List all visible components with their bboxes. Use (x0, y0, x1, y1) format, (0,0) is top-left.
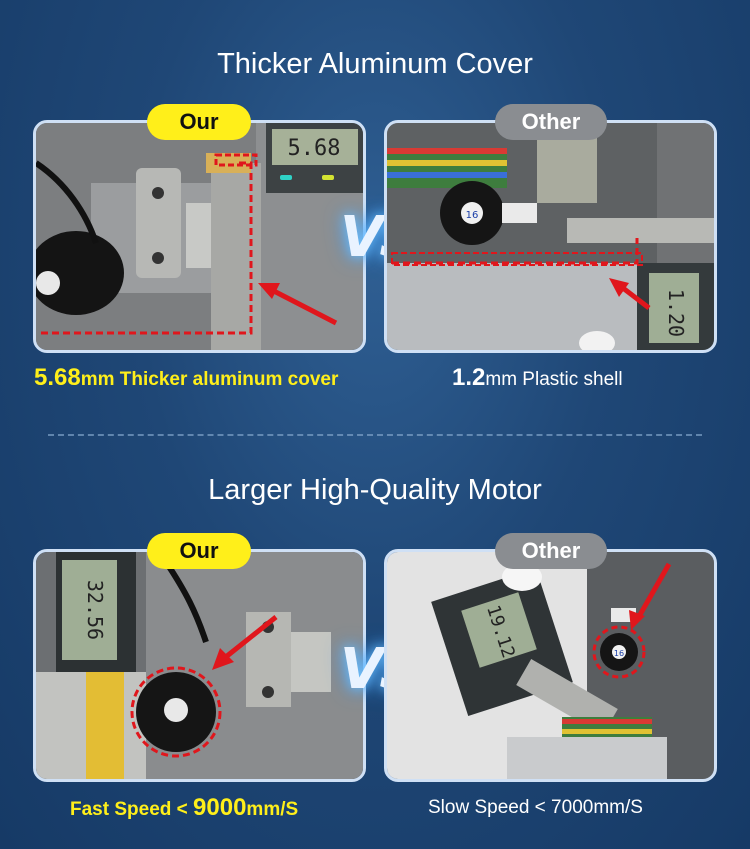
caption-other-cover-value: 1.2 (452, 364, 486, 391)
caliper-reading-our-cover: 5.68 (288, 136, 341, 161)
badge-our-motor: Our (147, 533, 251, 569)
photo-our-cover: 5.68 (33, 120, 366, 353)
caption-other-cover: 1.2mm Plastic shell (452, 364, 623, 392)
caliper-reading-other-cover: 1.20 (664, 289, 688, 337)
photo-our-cover-image: 5.68 (36, 123, 363, 350)
motor-chip-label-cover: 16 (466, 210, 479, 221)
caption-other-cover-text: mm Plastic shell (485, 369, 623, 390)
caption-our-cover-text: mm Thicker aluminum cover (80, 369, 339, 390)
caption-our-motor-unit: mm/S (246, 799, 299, 820)
photo-other-motor-image: 19.12 16 (387, 552, 714, 779)
photo-other-motor: 19.12 16 (384, 549, 717, 782)
section-title-motor: Larger High-Quality Motor (208, 474, 542, 506)
caption-our-cover-value: 5.68 (34, 364, 81, 391)
section-divider (48, 434, 702, 436)
badge-other-cover: Other (495, 104, 607, 140)
caption-our-motor: Fast Speed < 9000mm/S (70, 794, 298, 822)
photo-other-cover-image: 16 1.20 (387, 123, 714, 350)
section-title-cover: Thicker Aluminum Cover (217, 48, 533, 80)
badge-other-motor: Other (495, 533, 607, 569)
caption-our-motor-prefix: Fast Speed < (70, 799, 194, 820)
caption-our-motor-value: 9000 (193, 794, 247, 821)
caption-our-cover: 5.68mm Thicker aluminum cover (34, 364, 338, 392)
photo-other-cover: 16 1.20 (384, 120, 717, 353)
caliper-reading-our-motor: 32.56 (83, 580, 107, 640)
photo-our-motor-image: 32.56 (36, 552, 363, 779)
caption-other-motor: Slow Speed < 7000mm/S (428, 797, 643, 818)
badge-our-cover: Our (147, 104, 251, 140)
motor-chip-label-motor: 16 (614, 649, 624, 658)
photo-our-motor: 32.56 (33, 549, 366, 782)
